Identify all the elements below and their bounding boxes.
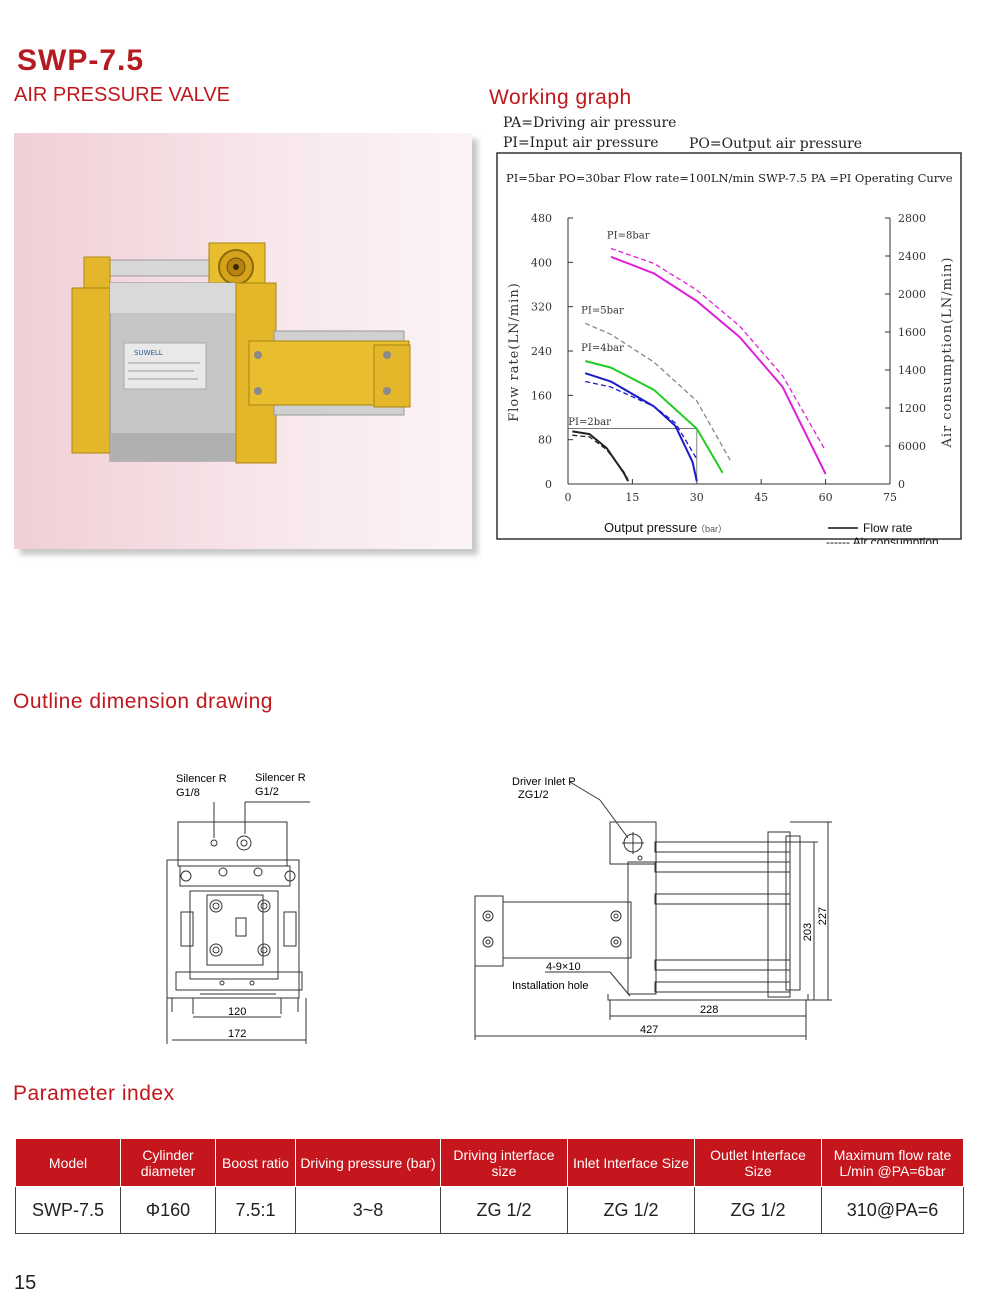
cell-driving-pressure: 3~8: [295, 1186, 441, 1234]
silencer-1-label: Silencer R: [176, 773, 227, 785]
y-tick-label: 320: [531, 301, 552, 314]
header-outlet-interface: Outlet Interface Size: [694, 1138, 822, 1187]
dim-427: 427: [640, 1024, 658, 1036]
parameter-table: Model Cylinder diameter Boost ratio Driv…: [15, 1138, 964, 1234]
x-axis-label: Output pressure: [604, 520, 697, 535]
y-right-tick-label: 6000: [898, 440, 926, 453]
cell-model: SWP-7.5: [15, 1186, 121, 1234]
y-right-tick-label: 2000: [898, 288, 926, 301]
working-graph-title: Working graph: [489, 86, 632, 109]
parameter-header-row: Model Cylinder diameter Boost ratio Driv…: [15, 1138, 964, 1187]
dim-120: 120: [228, 1006, 246, 1018]
y-tick-label: 480: [531, 212, 552, 225]
table-row: SWP-7.5 Φ160 7.5:1 3~8 ZG 1/2 ZG 1/2 ZG …: [15, 1186, 964, 1234]
series-line-flow-rate: [610, 255, 827, 475]
cell-boost-ratio: 7.5:1: [215, 1186, 296, 1234]
x-tick-label: 60: [819, 491, 833, 504]
header-driving-interface: Driving interface size: [440, 1138, 568, 1187]
y-right-tick-label: 1200: [898, 402, 926, 415]
legend-pa: PA=Driving air pressure: [503, 115, 677, 131]
product-illustration: SUWELL: [71, 242, 411, 464]
y-right-tick-label: 1600: [898, 326, 926, 339]
x-tick-label: 15: [625, 491, 639, 504]
x-tick-label: 45: [754, 491, 768, 504]
series-line-flow-rate: [572, 430, 629, 482]
y-tick-label: 80: [538, 434, 552, 447]
cell-inlet-interface: ZG 1/2: [567, 1186, 695, 1234]
legend-air-consumption: ------ Air consumption: [826, 535, 939, 544]
dim-203: 203: [802, 923, 814, 941]
y-right-tick-label: 2800: [898, 212, 926, 225]
header-model: Model: [15, 1138, 121, 1187]
model-title: SWP-7.5: [17, 44, 145, 77]
header-max-flow: Maximum flow rate L/min @PA=6bar: [821, 1138, 964, 1187]
header-boost-ratio: Boost ratio: [215, 1138, 296, 1187]
page-number: 15: [14, 1272, 37, 1294]
series-line-flow-rate: [584, 360, 724, 474]
dim-228: 228: [700, 1004, 718, 1016]
series-label: PI=8bar: [607, 230, 650, 241]
series-line-air-consumption: [584, 322, 732, 463]
cell-outlet-interface: ZG 1/2: [694, 1186, 822, 1234]
y-tick-label: 240: [531, 345, 552, 358]
side-view: [474, 781, 832, 1040]
outline-drawing: Silencer R G1/8 Silencer R G1/2 120 172: [166, 772, 832, 1044]
chart-title: PI=5bar PO=30bar Flow rate=100LN/min SWP…: [506, 171, 953, 185]
silencer-2-size: G1/2: [255, 786, 279, 798]
y-axis-label-right: Air consumption(LN/min): [940, 256, 955, 448]
legend-pi: PI=Input air pressure: [503, 135, 659, 151]
y-tick-label: 0: [545, 478, 552, 491]
y-right-tick-label: 0: [898, 478, 905, 491]
y-tick-label: 160: [531, 389, 552, 402]
x-axis-unit: （bar）: [696, 524, 727, 534]
y-right-tick-label: 1400: [898, 364, 926, 377]
product-photo: SUWELL: [14, 133, 472, 549]
cell-cylinder-diameter: Φ160: [120, 1186, 216, 1234]
series-line-air-consumption: [585, 380, 698, 460]
series-line-air-consumption: [610, 247, 827, 452]
header-driving-pressure: Driving pressure (bar): [295, 1138, 441, 1187]
header-cylinder-diameter: Cylinder diameter: [120, 1138, 216, 1187]
legend-flow-rate: Flow rate: [863, 521, 913, 535]
working-graph-chart: PI=5bar PO=30bar Flow rate=100LN/min SWP…: [496, 152, 962, 544]
y-axis-label-left: Flow rate(LN/min): [507, 282, 522, 422]
installation-hole-spec: 4-9×10: [546, 961, 581, 973]
x-tick-label: 30: [690, 491, 704, 504]
x-tick-label: 75: [883, 491, 897, 504]
x-tick-label: 0: [565, 491, 572, 504]
header-inlet-interface: Inlet Interface Size: [567, 1138, 695, 1187]
series-line-air-consumption: [572, 434, 629, 480]
y-tick-label: 400: [531, 256, 552, 269]
cell-max-flow: 310@PA=6: [821, 1186, 964, 1234]
y-right-tick-label: 2400: [898, 250, 926, 263]
legend-po: PO=Output air pressure: [689, 136, 863, 152]
product-subtitle: AIR PRESSURE VALVE: [14, 84, 230, 106]
silencer-1-size: G1/8: [176, 787, 200, 799]
installation-hole-label: Installation hole: [512, 980, 588, 992]
silencer-2-label: Silencer R: [255, 772, 306, 784]
series-label: PI=2bar: [568, 417, 611, 428]
front-view: [166, 801, 310, 1044]
cell-driving-interface: ZG 1/2: [440, 1186, 568, 1234]
chart-frame: [496, 152, 962, 540]
dim-172: 172: [228, 1028, 246, 1040]
series-label: PI=4bar: [581, 343, 624, 354]
series-line-flow-rate: [584, 372, 698, 482]
driver-inlet-label: Driver Inlet P: [512, 776, 576, 788]
parameter-index-title: Parameter index: [13, 1082, 175, 1105]
series-label: PI=5bar: [581, 305, 624, 316]
outline-title: Outline dimension drawing: [13, 690, 273, 713]
product-brand-label: SUWELL: [134, 349, 163, 357]
dim-227: 227: [817, 907, 829, 925]
driver-inlet-size: ZG1/2: [518, 789, 549, 801]
